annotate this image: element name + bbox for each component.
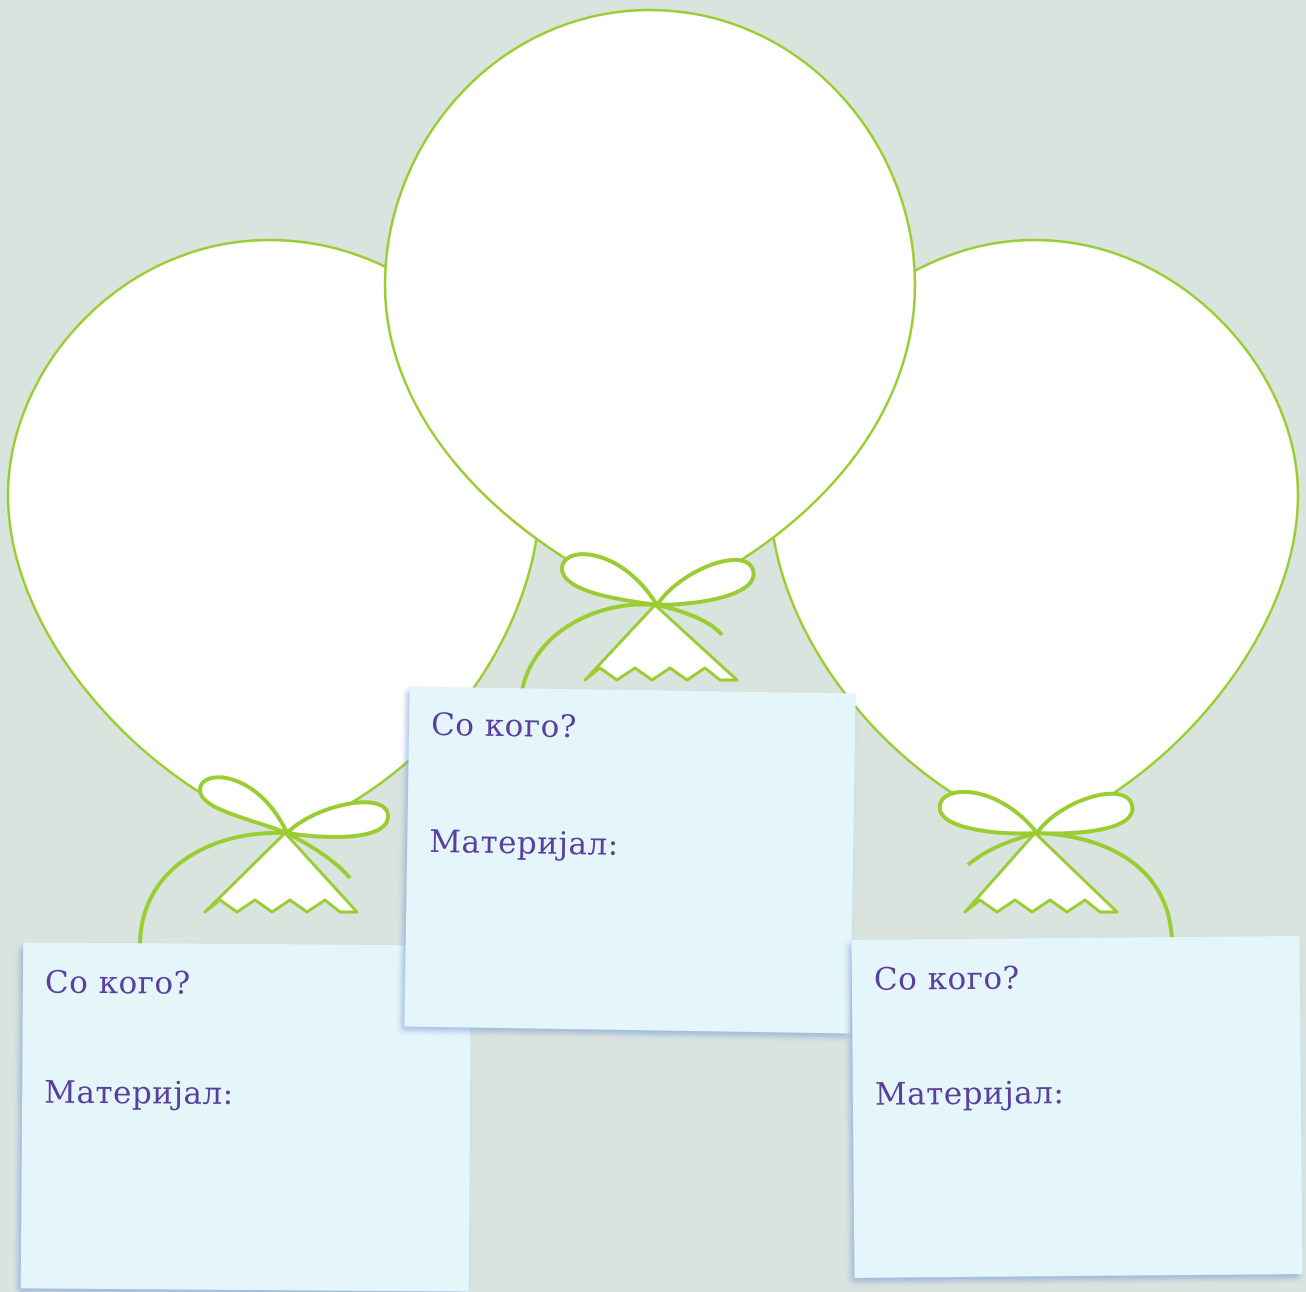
- card-left: Со кого? Материјал:: [20, 942, 472, 1292]
- card-question-label: Со кого?: [430, 706, 578, 746]
- card-material-label: Материјал:: [874, 1075, 1065, 1113]
- card-question-label: Со кого?: [44, 964, 191, 1002]
- balloon-right: [768, 238, 1300, 914]
- card-question-label: Со кого?: [873, 960, 1020, 998]
- card-center: Со кого? Материјал:: [404, 686, 856, 1034]
- card-material-label: Материјал:: [428, 823, 619, 863]
- balloon-center: [383, 8, 917, 682]
- balloon-string-center: [520, 602, 656, 691]
- card-material-label: Материјал:: [44, 1074, 234, 1112]
- balloon-string-left: [138, 830, 286, 946]
- card-right: Со кого? Материјал:: [851, 936, 1303, 1278]
